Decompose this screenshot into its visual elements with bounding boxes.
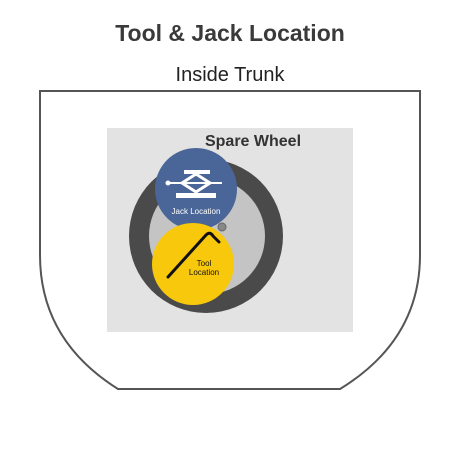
jack-location-circle <box>155 148 237 230</box>
scissor-jack-icon <box>165 170 222 198</box>
hub-bolt <box>217 222 227 232</box>
spare-wheel-label: Spare Wheel <box>205 133 301 150</box>
tool-location-label-line2: Location <box>189 268 219 277</box>
tool-location-label-line1: Tool <box>197 259 212 268</box>
jack-location-label: Jack Location <box>172 207 221 216</box>
tool-location-circle <box>152 223 234 305</box>
diagram-title: Tool & Jack Location <box>115 20 345 46</box>
lug-wrench-icon <box>166 231 221 279</box>
diagram-subtitle: Inside Trunk <box>175 64 285 86</box>
